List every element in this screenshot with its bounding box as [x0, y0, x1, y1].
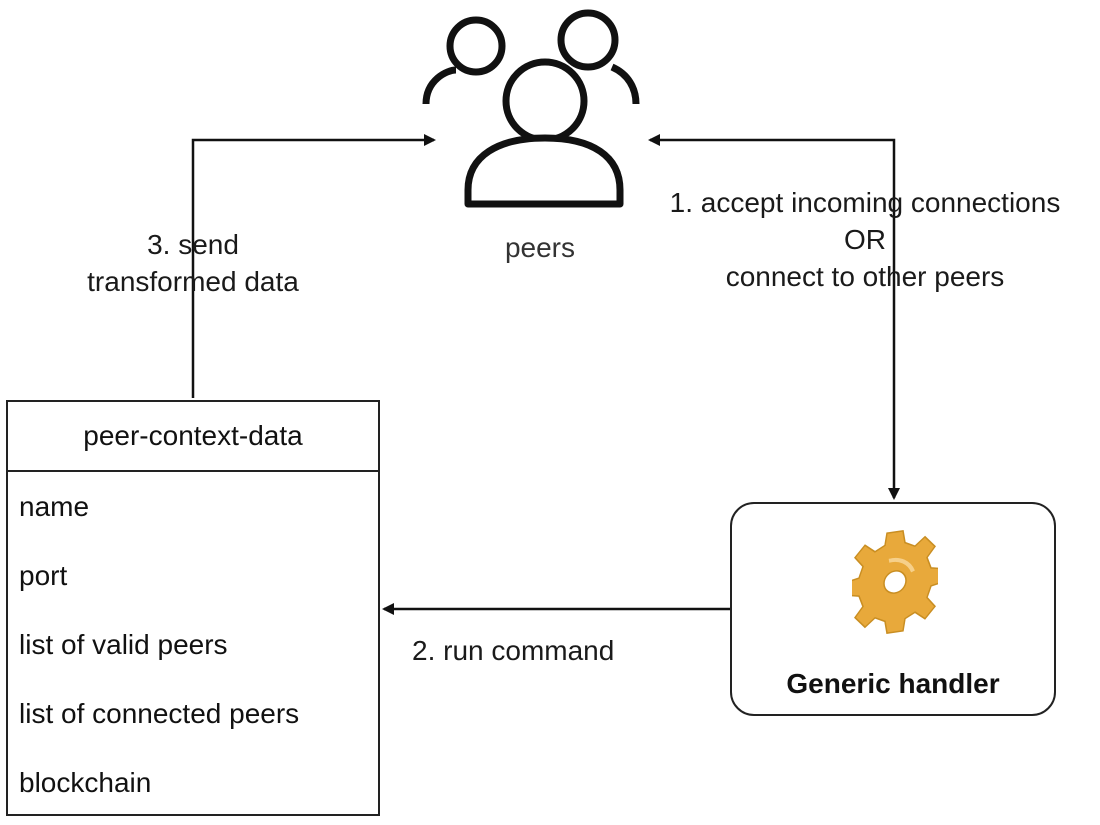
entity-field-name: name	[19, 491, 90, 522]
accept-label: 1. accept incoming connections OR connec…	[630, 184, 1100, 295]
generic-handler-box: Generic handler	[730, 502, 1056, 716]
send-label-line1: 3. send	[147, 229, 239, 260]
generic-handler-label: Generic handler	[786, 668, 1000, 699]
accept-label-line3: connect to other peers	[725, 261, 1005, 292]
send-label-line2: transformed data	[87, 266, 299, 297]
peers-label: peers	[504, 232, 576, 263]
peer-context-data-table: peer-context-data name port list of vali…	[6, 400, 380, 816]
users-icon	[422, 9, 640, 208]
send-arrow	[191, 134, 436, 398]
accept-label-line1: 1. accept incoming connections	[669, 187, 1061, 218]
accept-label-line2: OR	[844, 224, 886, 255]
entity-field-blockchain: blockchain	[19, 767, 152, 798]
entity-title: peer-context-data	[8, 402, 378, 472]
run-command-label: 2. run command	[412, 635, 615, 666]
entity-field-port: port	[19, 560, 68, 591]
entity-field-connected-peers: list of connected peers	[19, 698, 300, 729]
entity-field-valid-peers: list of valid peers	[19, 629, 228, 660]
send-label: 3. send transformed data	[48, 226, 338, 300]
accept-arrow	[648, 134, 896, 300]
gear-icon	[852, 530, 938, 634]
